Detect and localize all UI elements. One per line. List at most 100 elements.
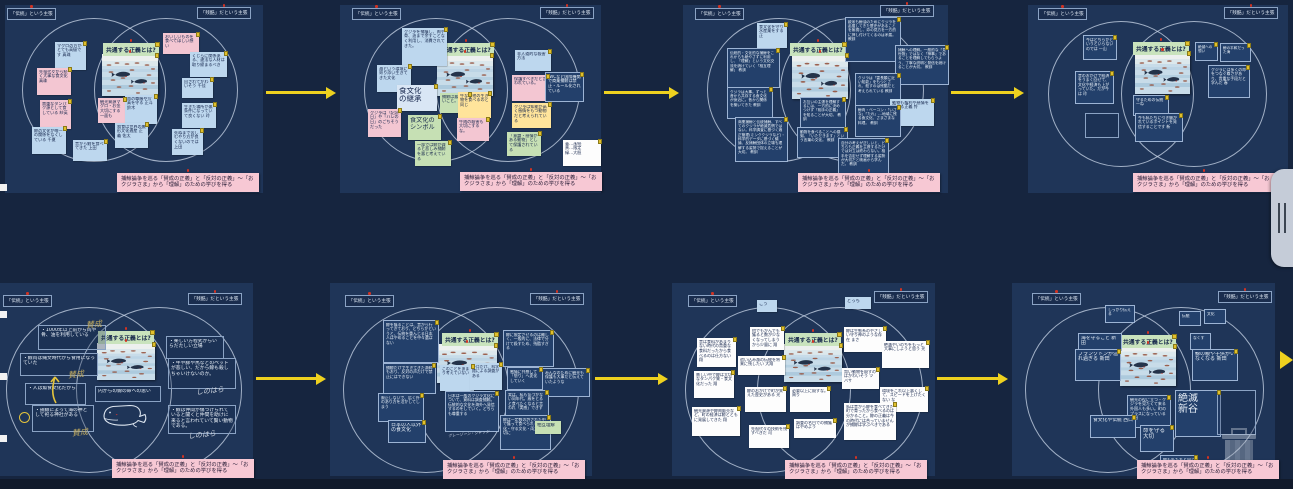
sticky-note[interactable]: 鯨に限定させるのは難しく、一般的に、法律で分けて殺すため、残酷すぎる [503, 330, 554, 367]
sticky-note[interactable]: 命の尊厳や写真を守る 正斗 鈴木 [125, 94, 158, 124]
sticky-note[interactable]: おいしいものを食べてほしい想い [163, 32, 200, 54]
sticky-note[interactable]: 鯨は生態系のやさしい守り神のような存在 まさ [844, 326, 887, 352]
sticky-note[interactable]: 「意識・感情がある動物」として保護されている [507, 131, 542, 156]
sticky-note[interactable]: クジラを捕獲し、肉や骨、油まで余すことなく利用し、消費されてきた。 [402, 27, 448, 66]
selection-handle[interactable] [0, 184, 7, 191]
board-frame[interactable]: 「伝統」という主張「残酷」だという主張 共通する正義とは?クジラを捕獲し、肉や骨… [340, 4, 602, 193]
whale-painting[interactable] [1135, 48, 1191, 94]
sticky-note[interactable]: 貴重なタンパク源として食している 紗英 [40, 99, 72, 129]
sticky-note[interactable]: 非人道的な殺害方法 [515, 49, 552, 71]
sticky-note[interactable]: 日本の人以外の食文化 [388, 420, 426, 443]
sticky-note[interactable]: クジラは知能が高く感情をもつ動物だと考えられている [512, 102, 552, 128]
sticky-note[interactable]: 鯨の文化が唯一の関係をなくしている 千夏 [32, 126, 67, 154]
board-frame[interactable]: 「伝統」という主張「残酷」だという主張 共通する正義とは?・1000年以上前から… [0, 283, 254, 478]
sticky-note[interactable]: 相互理解 [535, 421, 561, 434]
board-frame[interactable]: 「伝統」という主張「残酷」だという主張 共通する正義とは?食文化を守り水産業をす… [683, 2, 949, 193]
sticky-note[interactable]: 和食は世界の無形文化遺産 正義 佑太 [115, 122, 149, 148]
center-question[interactable]: 共通する正義とは? [1133, 38, 1190, 55]
whale-painting[interactable] [784, 340, 843, 382]
sticky-note[interactable]: ・牛や豚や馬などのペットが悲しい、だから鯨も殺しちゃいけないのか。 [168, 358, 236, 389]
sticky-note[interactable]: 鯨の親や子供がいなくなる 新田 [1192, 349, 1238, 381]
sticky-note[interactable]: 牛肉の殺害も大切にするな。 [457, 117, 490, 141]
whale-painting[interactable] [792, 50, 849, 99]
sticky-note[interactable]: マグロの方がとても高級です 真珠 [55, 41, 87, 70]
sticky-note[interactable]: 貧しい中で鯨は大切なタンパク質・食文化だった 翔 [694, 370, 735, 398]
sticky-note[interactable]: 伝統的・文化的な捕鯨をこれからも絶やさずに利用し、「理解」という文化交流を続けて… [727, 48, 780, 88]
sticky-note[interactable]: 昔のおかげで経済をうまく回せて、文化や経済も上がっていた。だが今は 玲 [1075, 71, 1114, 104]
sticky-note[interactable]: 牛など他の生き物を食べるのと同じ [458, 91, 492, 118]
sticky-note[interactable]: 必要以上に殺すな。 周り [790, 386, 831, 412]
sticky-note[interactable]: 食文化 の継承 [397, 84, 438, 111]
sticky-note[interactable]: ・鯨は仲間が傷つけられていると聞くと仲間を助けに来ると言われていて賢い動物である… [168, 405, 236, 434]
sticky-note[interactable]: みんなのために観光も保護も大事だと伝えていたような [542, 368, 590, 397]
sticky-note[interactable] [1217, 390, 1256, 435]
whale-painting[interactable] [102, 50, 159, 96]
whale-painting[interactable] [1120, 341, 1177, 386]
sticky-note[interactable]: 観光資源マグロ・お金 大切にする一面も [98, 97, 127, 123]
sticky-note[interactable]: 絶滅やいのちをもっと大事にしようと思う 光 [882, 340, 930, 368]
center-question[interactable]: 共通する正義とは? [442, 329, 499, 346]
sticky-note[interactable]: ・1000年以上前から肉や骨、油を利用している [38, 325, 106, 350]
sticky-note[interactable]: 食文化や伝統 西口 [1090, 415, 1136, 438]
sticky-note[interactable] [1085, 113, 1119, 138]
sticky-note[interactable]: 食文化の シンボル [408, 114, 442, 140]
board-frame[interactable]: 「伝統」という主張「残酷」だという主張 共通する正義とは?マグロの方がとても高級… [5, 4, 263, 193]
board-frame[interactable]: 「伝統」という主張「残酷」だという主張 共通する正義とは?鯨を獲ることは、昔から… [330, 283, 592, 479]
sticky-note[interactable]: 命を守る 大切 [1140, 425, 1174, 452]
sticky-note[interactable]: 賢い動物を殺すのはかわいそう ツバサ [842, 367, 880, 389]
sticky-note[interactable]: 追い込み漁の伝統を将来に残したい 大翔 [738, 355, 786, 375]
sticky-note[interactable]: 先祖代々から続く大事な食文化 真珠 [37, 67, 72, 95]
sticky-note[interactable]: ・鯨肉は縄文時代から食用になっていた [20, 353, 98, 376]
sticky-note[interactable]: 生きた場所が悪条件になっていて良くない 玲 [182, 102, 217, 128]
sticky-note[interactable]: こう [757, 300, 777, 312]
center-question[interactable]: 共通する正義とは? [790, 39, 847, 56]
board-frame[interactable]: 「伝統」という主張「残酷」だという主張 共通する正義とは?しっかり伝える伝統文化… [1012, 283, 1279, 479]
sticky-note[interactable]: 鯨のおかげで町が栄えた歴史がある 光 [745, 386, 787, 412]
sticky-note[interactable]: 絶滅 新谷 [1175, 390, 1221, 437]
sticky-note[interactable]: 捕鯨への理解。一般的な「見世物」ではなく「神事」であることを理解してもらうよう、… [895, 45, 949, 85]
sticky-note[interactable]: 回されてかわいそう 千佳 [182, 77, 214, 98]
sticky-note[interactable]: 文化 [1204, 309, 1226, 324]
sticky-note[interactable]: このことをあまり考えていない [440, 364, 475, 391]
sticky-note[interactable]: ・人は魚食文化だから [25, 383, 86, 405]
sticky-note[interactable]: 伝統 [1179, 311, 1201, 326]
sticky-note[interactable]: 感情に共感して「怒り」へ変化していく [507, 367, 543, 390]
sticky-note[interactable]: 鯨の平和だった海 [1220, 43, 1251, 62]
sticky-note[interactable]: 廃止しないで、広く外のあり方を活かしてしまう [378, 393, 424, 422]
sticky-note[interactable]: 環境をこれ以上悪くして、スピードを上げたくない な [880, 386, 929, 412]
sticky-note[interactable]: クジラには多くの命をつなぐ尊さがあり、貴重な手段だと学んだ 春 [1208, 65, 1250, 98]
board-frame[interactable]: 「伝統」という主張「残酷」だという主張 共通する正義とは?今はどちらかというとい… [1028, 4, 1288, 193]
sticky-note[interactable]: しっかり伝える [1105, 305, 1135, 323]
sticky-note[interactable]: 今も私たちに引き継がれているポイントを発信することです 新 [1135, 113, 1183, 142]
sticky-note[interactable]: 何でもかんでも獲ると数が少なくなってしまうから少量に 翔 [750, 326, 785, 350]
sticky-note[interactable]: 鯨肉・ベーコン・「いさな」「たれ」…地域に残る食文化、さまざまな料理。 教訓 [855, 105, 901, 137]
sticky-note[interactable]: IWCなど国際機関で商業捕鯨は禁止・ルール化されている [545, 72, 584, 102]
sticky-note[interactable]: 鯨を獲ることは、昔から行ってきており、どちらかというと、伝統を重んじる日本人はや… [383, 320, 439, 363]
center-question[interactable]: 共通する正義とは? [103, 39, 160, 56]
sticky-note[interactable]: どっち [845, 297, 871, 309]
sticky-note[interactable]: 昔から鯨を食べてきた 上田 [73, 139, 108, 161]
sticky-note[interactable]: 捕鯨だけで生きてきた漁師もおり、反対の声だけで禁止にはできない [383, 363, 436, 394]
selection-handle[interactable] [0, 311, 7, 318]
sticky-note[interactable]: 商業捕鯨と伝統捕鯨、すべてのクジラが絶滅危惧ではない。科学調査に基づく適正管理(… [735, 117, 788, 162]
sticky-note[interactable]: 観光資源や鯨肉販売など、町の経済は鯨とともに発展してきた 翔 [692, 406, 741, 436]
sticky-note[interactable]: ・楽しい方程式からいらだたしい立場 [166, 336, 224, 359]
sticky-note[interactable]: 日本は一般のクジラ文化について、資料は調査捕鯨。伝統的な文化を海外へ発信するのを… [445, 391, 499, 432]
sticky-note[interactable]: 一部では鯨が減ると悲しみ捕鯨を悪と考えている [415, 140, 452, 166]
sticky-note[interactable]: 死ぬまで苦しむやり方が良くないのでは 上田 [172, 128, 204, 155]
sticky-note[interactable]: ・捕鯨によって海の神として祀る神社がある [32, 405, 94, 432]
sticky-note[interactable]: 私は昔から鯨を食べてきた町で育ったから食べるのは分かること。鯨の正義は今の時代に… [844, 402, 897, 440]
sticky-note[interactable]: 観光の役に立つ・クジラを見たくて来る外国人も多い。町のプラスになっている 新田 [1127, 395, 1171, 428]
sticky-note[interactable]: 一月だけ、科学館による調査がある [470, 362, 503, 390]
sticky-note[interactable]: なくす [1190, 333, 1211, 350]
whale-painting[interactable] [97, 339, 156, 380]
side-panel-handle[interactable] [1271, 169, 1293, 267]
sticky-note[interactable]: 先祖代々の技術を残すべきだ 司 [749, 424, 790, 448]
selection-handle[interactable] [0, 373, 7, 380]
sticky-note[interactable]: 今はどちらかというといらないのでは 一山 [1083, 35, 1117, 60]
sticky-note[interactable]: くじらに関係ある、違法な人材は取り締まるべき [190, 51, 228, 77]
sticky-note[interactable]: 絶滅への想い [1195, 42, 1218, 61]
sticky-note[interactable]: 食文化を守り水産業をする 正 [757, 22, 788, 48]
sticky-note[interactable]: 保護すべきだと言われている。 [512, 74, 550, 101]
